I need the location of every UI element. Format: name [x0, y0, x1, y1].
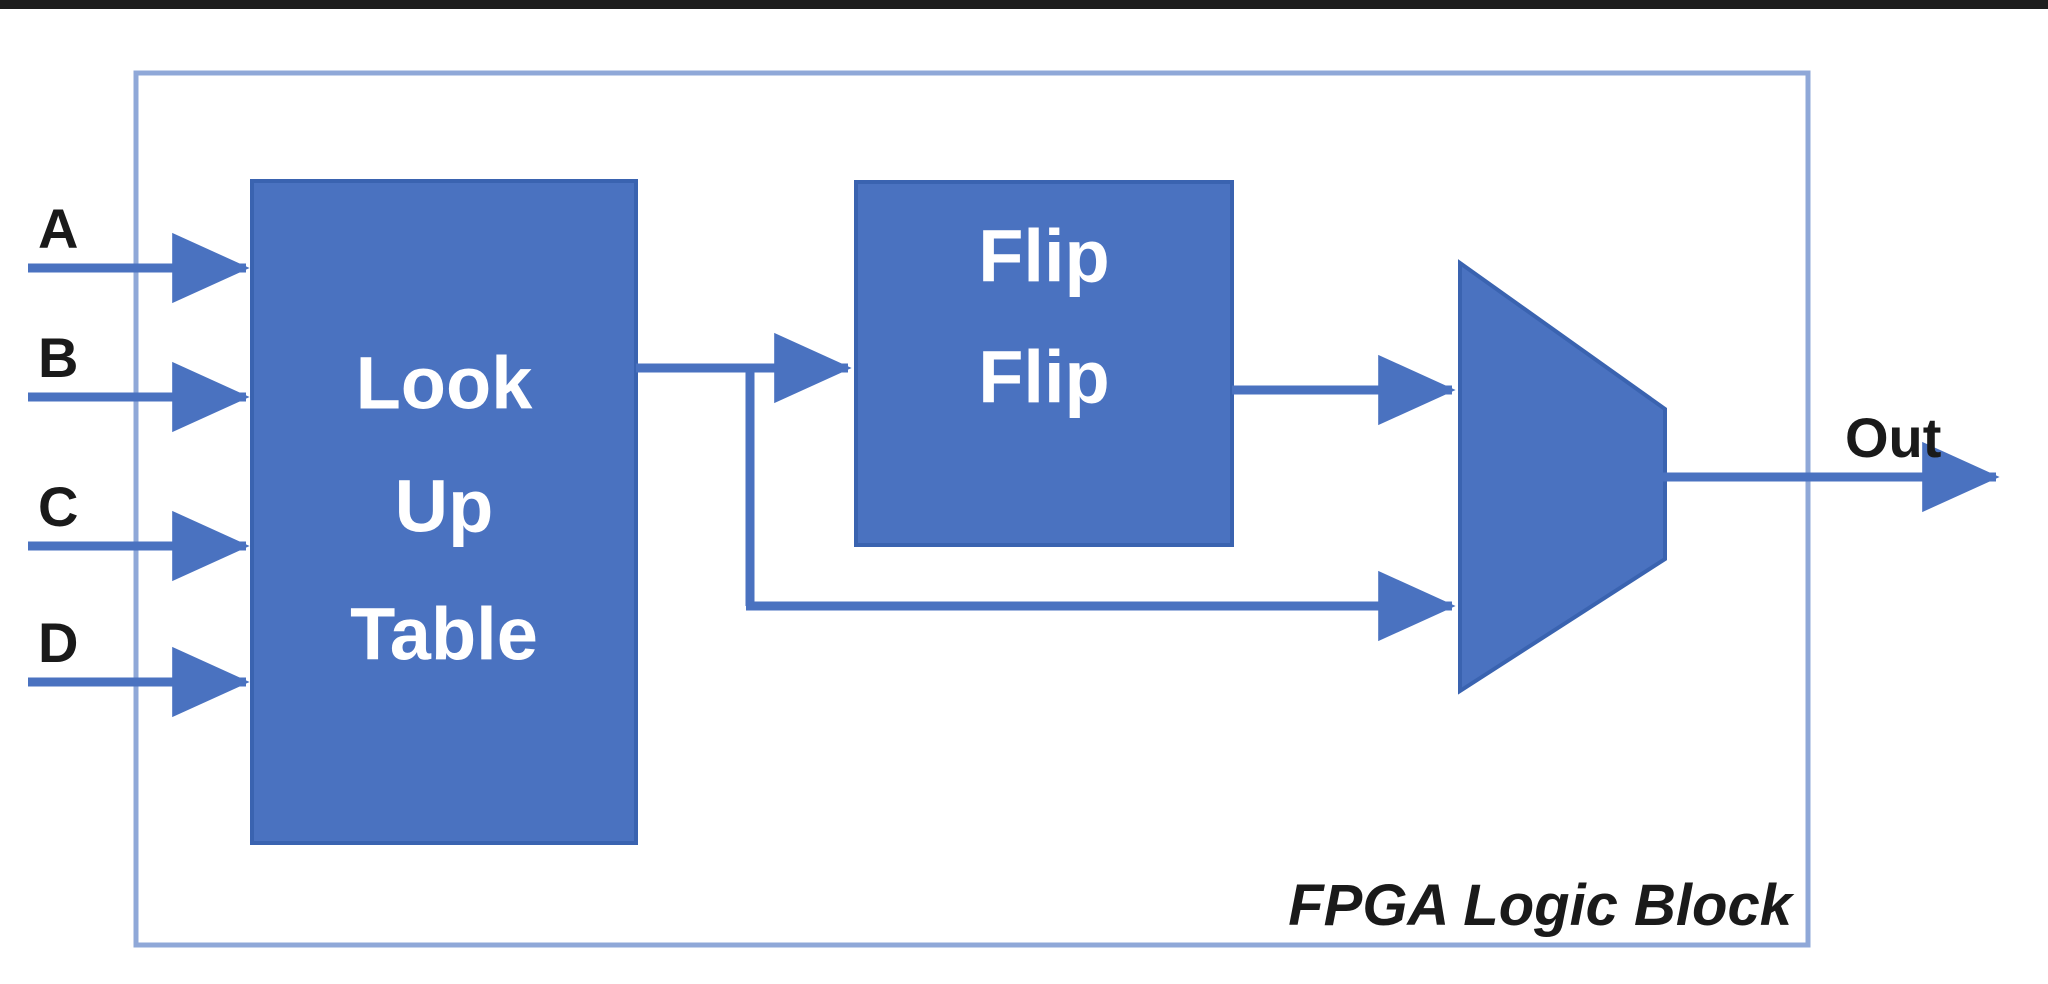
flip-flop-label-line-2: Flip: [978, 336, 1110, 419]
lookup-table-block[interactable]: [250, 179, 638, 845]
flip-flop-label-line-1: Flip: [978, 215, 1110, 298]
input-label-a: A: [38, 197, 78, 260]
input-label-d: D: [38, 611, 78, 674]
multiplexer-block[interactable]: [1458, 259, 1667, 695]
input-label-c: C: [38, 475, 78, 538]
lookup-table-label-line-3: Table: [350, 593, 538, 676]
input-label-b: B: [38, 326, 78, 389]
fpga-boundary-rect: [133, 70, 1811, 948]
output-label-out: Out: [1845, 406, 1941, 469]
lookup-table-label-line-2: Up: [395, 465, 494, 548]
lookup-table-label-line-1: Look: [356, 342, 534, 425]
fpga-logic-block-caption: FPGA Logic Block: [1288, 873, 1795, 938]
top-border-band: [0, 0, 2048, 9]
flip-flop-block[interactable]: [854, 180, 1234, 547]
